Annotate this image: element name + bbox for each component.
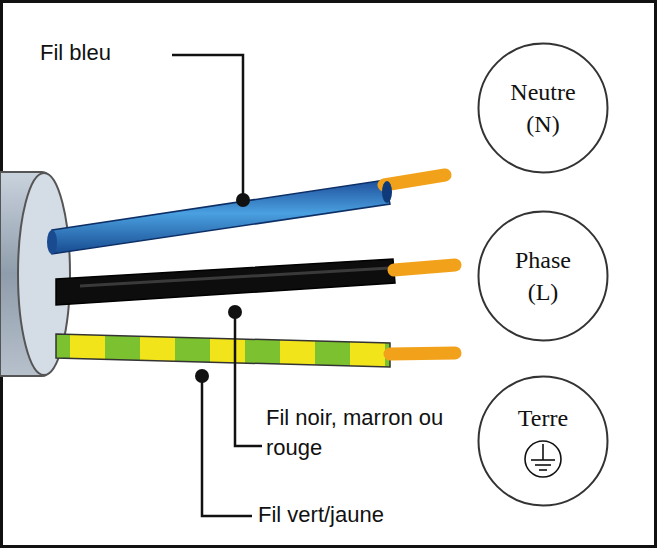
wire-circle: Phase (L) [477, 210, 609, 342]
node-label: Neutre (N) [510, 76, 575, 141]
wire-label: Fil bleu [38, 38, 113, 68]
copper-tip [394, 265, 455, 270]
leader-dot [228, 305, 242, 319]
wire-label: Fil vert/jaune [256, 500, 386, 530]
node-label: Terre [518, 402, 568, 434]
copper-tip [390, 353, 455, 354]
leader-line [172, 55, 243, 200]
wire-label: Fil noir, marron ou rouge [264, 403, 446, 462]
circle-outline [477, 210, 609, 342]
black-wire [56, 259, 395, 305]
leader-line [235, 312, 262, 446]
blue-wire [52, 180, 390, 254]
wire-circle: Neutre (N) [477, 42, 609, 174]
wire-cut [382, 181, 392, 203]
ground-symbol [522, 438, 564, 480]
leader-dot [195, 369, 209, 383]
leader-line [202, 376, 252, 516]
wire-circle: Terre [477, 375, 609, 507]
wire-shine [80, 268, 390, 286]
green-yellow-wire [56, 334, 390, 367]
wire-end [47, 230, 57, 254]
node-label: Phase (L) [515, 244, 571, 309]
leader-dot [236, 193, 250, 207]
copper-tip [384, 175, 445, 185]
circle-outline [477, 42, 609, 174]
